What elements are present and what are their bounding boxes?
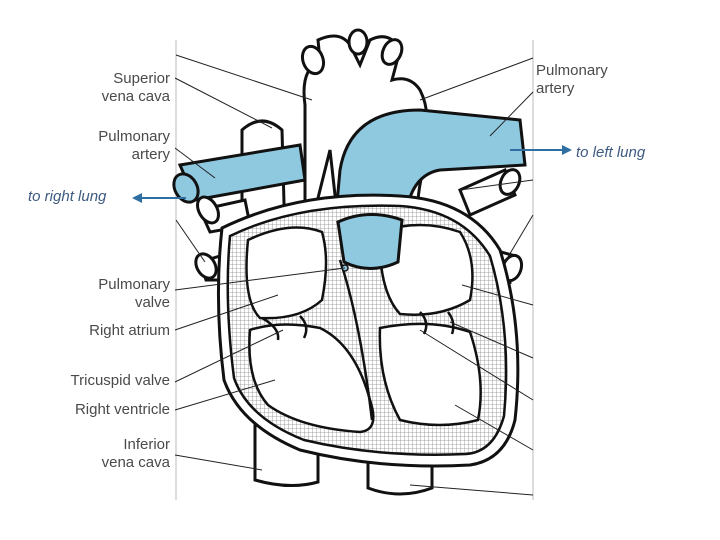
- label-pulmonary-artery-left: Pulmonary artery: [98, 128, 170, 163]
- pulmonary-trunk: [336, 212, 404, 270]
- label-inferior-vena-cava: Inferior vena cava: [101, 436, 170, 471]
- right-pulmonary-artery-end: [172, 172, 200, 204]
- leader-pulmonary-valve: [174, 267, 346, 291]
- leader-right-5: [449, 321, 534, 359]
- arrow-to-left-lung-head: [562, 145, 572, 155]
- right-ventricle-chamber: [248, 323, 375, 434]
- right-atrium-chamber: [245, 226, 328, 320]
- leader-pulmonary-artery-right: [489, 91, 534, 137]
- septum: [338, 259, 374, 421]
- label-right-ventricle: Right ventricle: [74, 401, 170, 418]
- left-atrium-chamber: [378, 223, 474, 316]
- aortic-branch-left: [300, 44, 326, 76]
- pulmonary-vein-left-upper-end: [498, 168, 522, 196]
- label-pulmonary-artery-right: Pulmonary artery: [536, 62, 608, 97]
- leader-right-4: [461, 284, 534, 306]
- label-to-right-lung: to right lung: [28, 188, 107, 205]
- arrow-to-right-lung-head: [132, 193, 142, 203]
- leader-aorta-top: [175, 54, 313, 101]
- tricuspid-valve-leaflets: [261, 315, 308, 341]
- leader-right-upper: [175, 219, 206, 263]
- leader-right-atrium: [174, 294, 279, 331]
- label-tricuspid-valve: Tricuspid valve: [70, 372, 170, 389]
- leader-right-8: [409, 484, 534, 496]
- leader-right-2: [459, 179, 534, 191]
- leader-right-1: [419, 57, 534, 101]
- mitral-valve-leaflets: [419, 311, 455, 335]
- pulmonary-vein-right-upper-end: [196, 195, 220, 225]
- leader-right-ventricle: [174, 379, 276, 411]
- leader-tricuspid-valve: [174, 329, 284, 383]
- label-right-atrium: Right atrium: [89, 322, 170, 339]
- leader-inferior-vena-cava: [174, 454, 263, 471]
- label-pulmonary-valve: Pulmonary valve: [98, 276, 170, 311]
- leader-right-7: [454, 404, 534, 451]
- label-to-left-lung: to left lung: [576, 144, 646, 161]
- aortic-branch-middle: [347, 28, 369, 56]
- aortic-branch-right: [380, 38, 404, 66]
- leader-superior-vena-cava: [174, 77, 273, 129]
- leader-pulmonary-artery-left: [174, 147, 216, 179]
- label-superior-vena-cava: Superior vena cava: [101, 70, 170, 105]
- leader-right-6: [419, 329, 534, 401]
- left-ventricle-chamber: [378, 322, 482, 427]
- leader-right-3: [504, 214, 534, 263]
